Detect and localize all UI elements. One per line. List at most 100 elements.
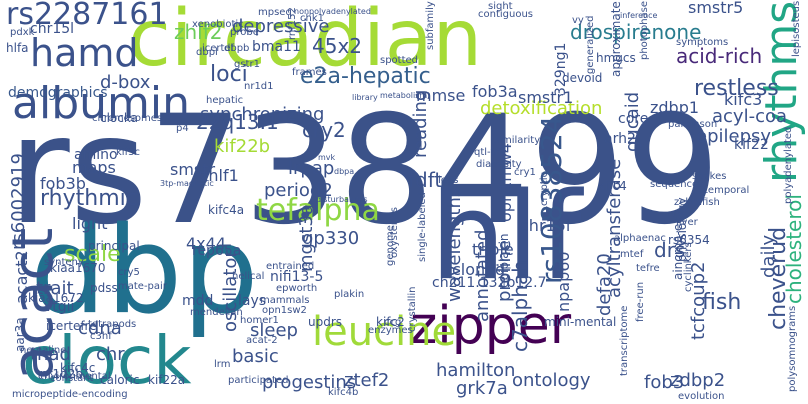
cloud-word: kifc4a [208, 203, 245, 217]
cloud-word: free-run [635, 281, 646, 322]
cloud-word: circadian [128, 0, 483, 84]
cloud-word: updrs [308, 315, 343, 329]
cloud-word: maps [72, 158, 116, 177]
cloud-word: sequences [650, 179, 704, 190]
cloud-word: subfamily [425, 1, 436, 50]
cloud-word: oxysterols [389, 207, 400, 258]
cloud-word: spokes [692, 171, 727, 182]
cloud-word: drs [654, 238, 686, 262]
cloud-word: tefre [636, 263, 660, 274]
cloud-word: light [72, 214, 108, 233]
cloud-word: 22q13.1 [196, 110, 279, 134]
cloud-word: hmgcs [596, 51, 636, 65]
cloud-word: triple [472, 240, 514, 259]
cloud-word: drospirenone [570, 20, 702, 44]
cloud-word: diabesity [476, 159, 522, 170]
cloud-word: entrained [266, 261, 315, 272]
cloud-word: 4x44 [186, 234, 227, 253]
cloud-word: temporal [704, 185, 750, 196]
cloud-word: rhythmic [40, 186, 138, 211]
cloud-word: smstr1 [518, 88, 574, 107]
cloud-word: p4 [176, 123, 189, 134]
cloud-word: homer1 [240, 315, 279, 326]
cloud-word: rs6354 [668, 233, 710, 247]
cloud-word: depressive [232, 16, 330, 37]
cloud-word: mammals [260, 295, 310, 306]
cloud-word: transcriptome [619, 305, 630, 376]
cloud-word: kif22a [148, 373, 186, 387]
cloud-word: kiaa1670 [50, 261, 106, 275]
cloud-word: participated [228, 375, 289, 386]
cloud-word: nifi13-5 [270, 269, 324, 285]
cloud-word: helical [232, 271, 265, 282]
cloud-word: cry5 [118, 267, 140, 278]
cloud-word: fob3 [644, 372, 685, 393]
cloud-word: kifc2 [376, 315, 405, 329]
cloud-word: hepatic [206, 95, 244, 106]
cloud-word: restless [694, 76, 779, 101]
cloud-word: scale [64, 242, 121, 267]
cloud-word: zhlf2 [174, 20, 223, 44]
cloud-word: rep65a [192, 243, 242, 259]
cloud-word: clocka [100, 111, 138, 125]
cloud-word: albumin [12, 78, 190, 129]
cloud-word: nemaline [20, 345, 67, 356]
cloud-word: epworth [276, 283, 318, 294]
cloud-word: devoid [562, 71, 603, 85]
cloud-word: detoxification [480, 98, 603, 119]
cloud-word: arh2 [604, 131, 636, 147]
cloud-word: 45x2 [312, 34, 363, 58]
cloud-word: zdbp1 [650, 98, 700, 117]
cloud-word: kifc4b [328, 387, 359, 398]
cloud-word: mate-pair [118, 281, 167, 292]
cloud-word: contiguous [478, 9, 534, 20]
cloud-word: tefalpha [256, 193, 380, 228]
cloud-word: loci [210, 62, 248, 87]
cloud-word: rs6002919 [8, 153, 29, 250]
cloud-word: kif3c [116, 147, 140, 158]
cloud-word: chromosomes [92, 113, 163, 124]
cloud-word: xenobiotic [192, 19, 244, 30]
cloud-word: acid-rich [676, 44, 763, 68]
cloud-word: rs738499 [8, 84, 721, 258]
cloud-word: hlf [430, 168, 582, 307]
cloud-word: lrpap [288, 158, 335, 179]
cloud-word: disturbances [316, 195, 368, 204]
cloud-word: plakin [334, 289, 365, 300]
cloud-word: dbp [30, 202, 259, 341]
cloud-word: similarity [494, 135, 541, 146]
cloud-word: kifc3 [724, 90, 763, 109]
cloud-word: rs2287161 [6, 0, 168, 32]
cloud-word: kifc4c [60, 361, 96, 375]
cloud-word: enzymes [368, 325, 413, 336]
cloud-word: chk1 [300, 13, 324, 24]
cloud-word: kif22 [734, 137, 769, 153]
cloud-word: qtl-the [474, 147, 508, 158]
cloud-word: 3tp-magnetic [160, 179, 214, 188]
cloud-word: chr15l [30, 21, 75, 37]
cloud-word: zdbp2 [670, 370, 726, 391]
cloud-word: generalized [585, 15, 596, 74]
cloud-word: parkinson [668, 119, 718, 130]
cloud-word: alphaenac [614, 233, 666, 244]
cloud-word: zipper [410, 296, 572, 356]
cloud-word: gstr1 [234, 59, 260, 70]
cloud-word: mpseq [258, 7, 292, 18]
cloud-word: opn1sw2 [262, 305, 307, 316]
cloud-word: c3hf [90, 331, 112, 342]
cloud-word: smstr5 [688, 0, 744, 17]
cloud-word: d-box [100, 72, 151, 93]
cloud-word: kif22b [214, 136, 271, 157]
cloud-word: mendelian [190, 307, 243, 318]
cloud-word: library [352, 93, 378, 102]
cloud-word: evolution [678, 391, 725, 402]
cloud-word: synchronizing [200, 104, 325, 125]
cloud-word: mtef [620, 249, 644, 260]
cloud-word: cry2 [302, 118, 346, 142]
cloud-word: bma11 [252, 39, 301, 55]
cloud-word: spotted [380, 55, 419, 66]
cloud-word: amino [74, 147, 118, 163]
cloud-word: cloned [452, 260, 506, 279]
cloud-word: synteny [44, 257, 84, 268]
cloud-word: daily [758, 234, 779, 278]
